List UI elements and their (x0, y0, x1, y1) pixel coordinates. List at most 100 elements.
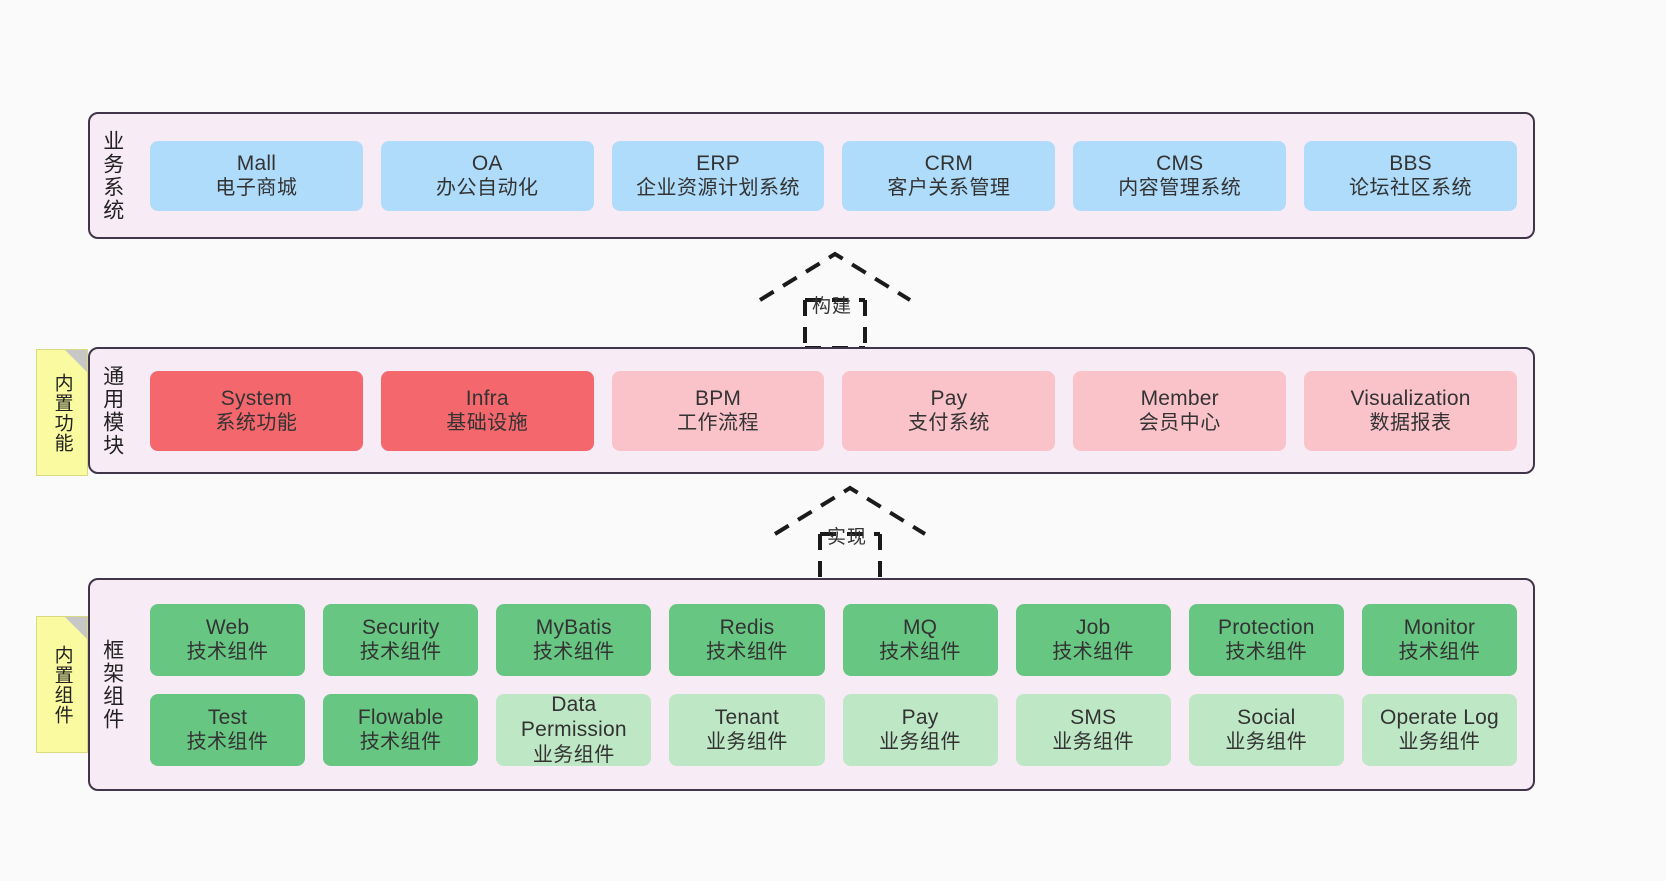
layer-common-modules: 通用模块 System 系统功能 Infra 基础设施 BPM 工作流程 Pay… (88, 347, 1535, 474)
node-subtitle: 会员中心 (1138, 412, 1221, 435)
node-oa[interactable]: OA 办公自动化 (380, 140, 594, 211)
note-builtin-functions: 内置功能 (36, 349, 88, 476)
node-title: MyBatis (535, 615, 612, 639)
node-title: Test (207, 705, 248, 729)
node-job[interactable]: Job 技术组件 (1015, 603, 1171, 676)
node-subtitle: 支付系统 (907, 412, 990, 435)
node-title: CRM (924, 151, 974, 175)
node-title: Job (1075, 615, 1111, 639)
node-mall[interactable]: Mall 电子商城 (150, 140, 363, 211)
node-title: Web (205, 615, 250, 639)
node-subtitle: 技术组件 (532, 641, 615, 664)
node-subtitle: 技术组件 (1052, 641, 1135, 664)
node-subtitle: 内容管理系统 (1118, 177, 1242, 200)
node-row: Test 技术组件 Flowable 技术组件 Data Permission … (150, 692, 1517, 766)
node-subtitle: 数据报表 (1369, 412, 1452, 435)
connector-build-label: 构建 (812, 296, 853, 317)
node-subtitle: 技术组件 (1398, 641, 1481, 664)
node-subtitle: 技术组件 (186, 641, 269, 664)
node-member[interactable]: Member 会员中心 (1073, 370, 1287, 451)
node-pay-module[interactable]: Pay 支付系统 (842, 370, 1056, 451)
node-crm[interactable]: CRM 客户关系管理 (842, 140, 1056, 211)
node-title: Security (361, 615, 440, 639)
node-title: Pay (930, 386, 968, 410)
node-web[interactable]: Web 技术组件 (150, 603, 306, 676)
node-title: CMS (1156, 151, 1204, 175)
node-subtitle: 技术组件 (359, 641, 442, 664)
layer-title-business-system: 业务系统 (100, 129, 124, 222)
node-bbs[interactable]: BBS 论坛社区系统 (1304, 140, 1517, 211)
layer-title-framework-components: 框架组件 (100, 638, 124, 731)
node-subtitle: 业务组件 (1225, 731, 1308, 754)
node-title: Tenant (714, 705, 780, 729)
layer-body-business-system: Mall 电子商城 OA 办公自动化 ERP 企业资源计划系统 CRM 客户关系… (134, 114, 1533, 237)
node-redis[interactable]: Redis 技术组件 (669, 603, 825, 676)
node-subtitle: 业务组件 (1052, 731, 1135, 754)
node-operate-log[interactable]: Operate Log 业务组件 (1361, 693, 1517, 766)
node-row: Web 技术组件 Security 技术组件 MyBatis 技术组件 Redi… (150, 603, 1517, 676)
node-subtitle: 业务组件 (532, 743, 615, 766)
layer-title-common-modules: 通用模块 (100, 364, 124, 457)
node-row: Mall 电子商城 OA 办公自动化 ERP 企业资源计划系统 CRM 客户关系… (150, 140, 1517, 211)
node-system[interactable]: System 系统功能 (150, 370, 363, 451)
node-subtitle: 技术组件 (359, 731, 442, 754)
node-title: OA (471, 151, 503, 175)
node-subtitle: 技术组件 (705, 641, 788, 664)
node-title: BPM (695, 386, 742, 410)
node-subtitle: 论坛社区系统 (1349, 177, 1473, 200)
node-monitor[interactable]: Monitor 技术组件 (1361, 603, 1517, 676)
node-subtitle: 工作流程 (677, 412, 760, 435)
node-title: Member (1140, 386, 1219, 410)
node-cms[interactable]: CMS 内容管理系统 (1073, 140, 1287, 211)
node-subtitle: 技术组件 (186, 731, 269, 754)
node-pay-component[interactable]: Pay 业务组件 (842, 693, 998, 766)
node-subtitle: 企业资源计划系统 (636, 177, 801, 200)
node-subtitle: 技术组件 (879, 641, 962, 664)
node-erp[interactable]: ERP 企业资源计划系统 (611, 140, 825, 211)
node-visualization[interactable]: Visualization 数据报表 (1304, 370, 1517, 451)
node-subtitle: 业务组件 (1398, 731, 1481, 754)
node-subtitle: 电子商城 (215, 177, 298, 200)
node-data-permission[interactable]: Data Permission 业务组件 (496, 692, 652, 766)
node-title: Protection (1218, 615, 1315, 639)
node-subtitle: 办公自动化 (435, 177, 539, 200)
node-title: MQ (902, 615, 938, 639)
layer-framework-components: 框架组件 Web 技术组件 Security 技术组件 MyBatis 技术组件… (88, 578, 1535, 791)
node-title: BBS (1389, 151, 1432, 175)
note-builtin-components: 内置组件 (36, 616, 88, 753)
node-title: SMS (1070, 705, 1117, 729)
node-title: Infra (465, 386, 509, 410)
layer-body-framework-components: Web 技术组件 Security 技术组件 MyBatis 技术组件 Redi… (134, 580, 1533, 789)
node-infra[interactable]: Infra 基础设施 (380, 370, 594, 451)
node-title: Pay (901, 705, 939, 729)
node-title: Mall (236, 151, 277, 175)
node-subtitle: 客户关系管理 (887, 177, 1011, 200)
node-tenant[interactable]: Tenant 业务组件 (669, 693, 825, 766)
layer-business-system: 业务系统 Mall 电子商城 OA 办公自动化 ERP 企业资源计划系统 CRM… (88, 112, 1535, 239)
node-security[interactable]: Security 技术组件 (323, 603, 479, 676)
node-test[interactable]: Test 技术组件 (150, 693, 306, 766)
node-subtitle: 系统功能 (215, 412, 298, 435)
node-title: Monitor (1403, 615, 1476, 639)
node-mq[interactable]: MQ 技术组件 (842, 603, 998, 676)
node-flowable[interactable]: Flowable 技术组件 (323, 693, 479, 766)
node-subtitle: 基础设施 (446, 412, 529, 435)
node-subtitle: 业务组件 (879, 731, 962, 754)
layer-body-common-modules: System 系统功能 Infra 基础设施 BPM 工作流程 Pay 支付系统… (134, 349, 1533, 472)
connector-implement-label: 实现 (827, 527, 868, 548)
node-title: System (220, 386, 293, 410)
node-row: System 系统功能 Infra 基础设施 BPM 工作流程 Pay 支付系统… (150, 370, 1517, 451)
node-title: Social (1237, 705, 1296, 729)
node-sms[interactable]: SMS 业务组件 (1015, 693, 1171, 766)
node-title: Visualization (1350, 386, 1471, 410)
node-title: Operate Log (1379, 705, 1499, 729)
node-protection[interactable]: Protection 技术组件 (1188, 603, 1344, 676)
node-subtitle: 技术组件 (1225, 641, 1308, 664)
node-subtitle: 业务组件 (705, 731, 788, 754)
node-mybatis[interactable]: MyBatis 技术组件 (496, 603, 652, 676)
node-bpm[interactable]: BPM 工作流程 (611, 370, 825, 451)
node-title: Data Permission (520, 692, 627, 742)
node-title: ERP (696, 151, 740, 175)
node-social[interactable]: Social 业务组件 (1188, 693, 1344, 766)
